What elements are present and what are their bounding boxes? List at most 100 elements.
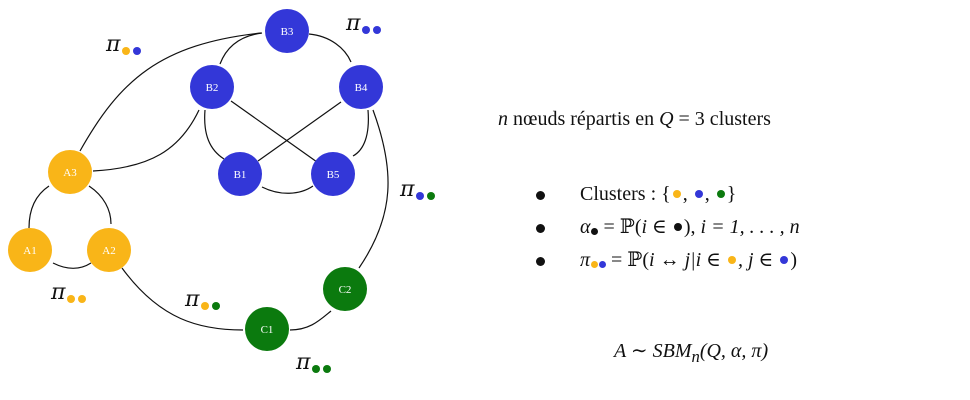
node-circle — [190, 65, 234, 109]
node-circle — [87, 228, 131, 272]
pi-comma: , j ∈ — [738, 249, 779, 271]
edge-a1-a2 — [52, 262, 92, 269]
cluster-c-dot-icon — [212, 302, 220, 310]
var-Q: Q — [659, 108, 674, 130]
cluster-b-dot-icon — [416, 192, 424, 200]
model-subscript: n — [691, 347, 700, 366]
node-label: B1 — [234, 169, 247, 181]
alpha-symbol: α — [580, 216, 591, 238]
generic-dot-icon — [591, 227, 598, 235]
pi-ab-label: π — [105, 32, 141, 57]
cluster-a-dot-icon — [201, 302, 209, 310]
title-text-1: nœuds répartis en — [508, 108, 660, 130]
node-label: A3 — [63, 167, 77, 179]
cluster-b-dot-icon — [373, 26, 381, 34]
node-c1: C1 — [245, 307, 289, 351]
legend-title: n nœuds répartis en Q = 3 clusters — [498, 108, 771, 131]
cluster-a-dot-icon — [78, 295, 86, 303]
pi-cc-label: π — [295, 350, 331, 375]
clusters-label: Clusters — [580, 183, 646, 205]
pi-body: i ↔ j|i ∈ — [649, 249, 726, 271]
pi-symbol: π — [184, 287, 200, 312]
edge-b1-b5 — [261, 185, 314, 194]
node-b5: B5 — [311, 152, 355, 196]
node-label: A1 — [23, 245, 36, 257]
node-circle — [8, 228, 52, 272]
pi-bb-label: π — [345, 11, 381, 36]
pi-symbol: π — [345, 11, 361, 36]
cluster-c-dot-icon — [716, 190, 725, 199]
node-a3: A3 — [48, 150, 92, 194]
alpha-in: ∈ — [647, 216, 672, 238]
model-formula: A ∼ SBMn(Q, α, π) — [614, 338, 768, 367]
pi-ac-label: π — [184, 287, 220, 312]
alpha-range: i = 1, . . . , n — [700, 216, 800, 238]
var-n: n — [498, 108, 508, 130]
node-label: B2 — [206, 82, 219, 94]
pi-bc-label: π — [399, 177, 435, 202]
alpha-close: ), — [683, 216, 701, 238]
cluster-a-dot-icon — [122, 47, 130, 55]
pi-labels: π π π π π π — [50, 11, 435, 375]
pi-symbol: π — [399, 177, 415, 202]
cluster-c-dot-icon — [323, 365, 331, 373]
model-args: (Q, α, π) — [699, 340, 769, 362]
alpha-var-i: i — [641, 216, 648, 238]
node-b2: B2 — [190, 65, 234, 109]
cluster-b-dot-icon — [133, 47, 141, 55]
edge-c1-c2 — [289, 310, 332, 331]
pi-symbol: π — [580, 249, 591, 271]
legend-panel: n nœuds répartis en Q = 3 clusters Clust… — [498, 108, 800, 367]
node-circle — [265, 9, 309, 53]
edges — [28, 32, 389, 331]
node-circle — [339, 65, 383, 109]
edge-a2-c1 — [121, 267, 244, 331]
cluster-c-dot-icon — [427, 192, 435, 200]
pi-aa-label: π — [50, 280, 86, 305]
cluster-b-dot-icon — [598, 260, 606, 268]
bullet-icon — [536, 191, 545, 200]
cluster-b-dot-icon — [694, 190, 703, 199]
cluster-b-dot-icon — [362, 26, 370, 34]
cluster-a-dot-icon — [67, 295, 75, 303]
cluster-a-dot-icon — [672, 190, 681, 199]
pi-symbol: π — [295, 350, 311, 375]
cluster-b-dot-icon — [780, 256, 789, 265]
node-label: C2 — [339, 284, 352, 296]
edge-c2-b4 — [358, 109, 389, 269]
edge-b2-b5 — [230, 100, 318, 163]
generic-dot-icon — [673, 223, 682, 232]
edge-a3-a2 — [88, 185, 112, 225]
edge-b4-b5 — [352, 109, 369, 157]
clusters-close: } — [726, 183, 737, 205]
node-circle — [218, 152, 262, 196]
edge-a3-a1 — [28, 185, 50, 229]
node-a1: A1 — [8, 228, 52, 272]
cluster-c-dot-icon — [312, 365, 320, 373]
node-label: C1 — [261, 324, 274, 336]
node-b4: B4 — [339, 65, 383, 109]
clusters-open: : { — [645, 183, 671, 205]
pi-close: ) — [790, 249, 798, 271]
node-label: B5 — [327, 169, 340, 181]
alpha-eq: = ℙ( — [598, 216, 642, 238]
node-circle — [48, 150, 92, 194]
edge-b2-b1 — [204, 109, 225, 160]
bullet-icon — [536, 257, 545, 266]
node-b3: B3 — [265, 9, 309, 53]
bullet-icon — [536, 224, 545, 233]
node-circle — [311, 152, 355, 196]
edge-a3-b2 — [92, 109, 200, 172]
node-label: A2 — [102, 245, 115, 257]
edge-b3-b4 — [308, 33, 352, 63]
node-circle — [245, 307, 289, 351]
edge-b4-b1 — [257, 101, 342, 162]
node-label: B3 — [281, 26, 294, 38]
edge-a3-b3 — [79, 32, 262, 152]
title-text-2: = 3 clusters — [673, 108, 771, 130]
cluster-a-dot-icon — [590, 260, 598, 268]
pi-eq: = ℙ( — [606, 249, 650, 271]
node-a2: A2 — [87, 228, 131, 272]
